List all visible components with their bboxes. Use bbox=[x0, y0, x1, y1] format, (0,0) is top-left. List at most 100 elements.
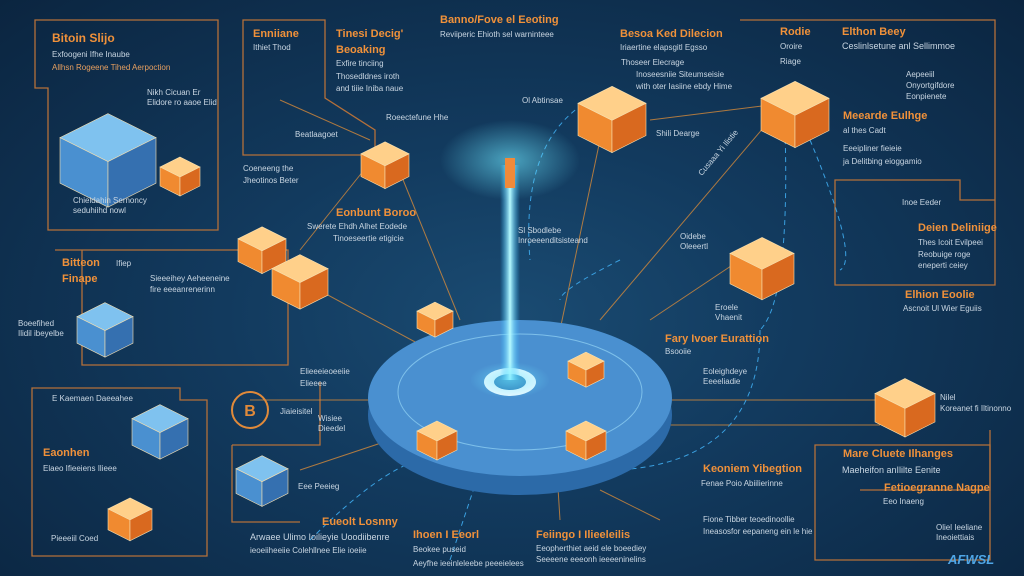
label-text: Allhsn Rogeene Tihed Aerpoction bbox=[52, 63, 171, 72]
label-text: fire eeeanrenerinn bbox=[150, 285, 215, 294]
label-heading: Elhion Eoolie bbox=[905, 289, 975, 301]
label-heading: Mare Cluete Ilhanges bbox=[843, 448, 954, 460]
label-heading: Meearde Eulhge bbox=[843, 110, 928, 122]
label-text: Inroeeenditsisteand bbox=[518, 236, 588, 245]
orange-block-cube bbox=[159, 156, 201, 197]
label-text: ieoeiiheeiie Colehllnee Elie ioeiie bbox=[250, 546, 367, 555]
label-text: Elaeo Ifieeiens Ilieee bbox=[43, 464, 117, 473]
orange-block-cube bbox=[565, 420, 607, 461]
label-text: Seeeene eeeonh ieeeeninelins bbox=[536, 555, 646, 564]
label-text: Sieeeihey Aeheeneine bbox=[150, 274, 230, 283]
bitcoin-coin: B bbox=[231, 391, 269, 429]
label-text: Oidebe bbox=[680, 232, 706, 241]
label-text: Eeo Inaeng bbox=[883, 497, 924, 506]
label-text: Inoseesniie Siteumseisie bbox=[636, 70, 725, 79]
orange-block-cube bbox=[360, 141, 410, 190]
label-text: Fione Tibber teoedinoollie bbox=[703, 515, 795, 524]
label-text: Elieeee bbox=[300, 379, 327, 388]
label-text: Vhaenit bbox=[715, 313, 743, 322]
label-text: Nikh Cicuan Er bbox=[147, 88, 201, 97]
label-text: Thosedldnes iroth bbox=[336, 72, 400, 81]
orange-block-cube bbox=[237, 226, 287, 275]
label-text: Arwaee Ulimo Ioilieyie Uoodiibenre bbox=[250, 532, 390, 542]
label-heading: Fary Ivoer Eurattion bbox=[665, 333, 769, 345]
orange-block-cube bbox=[760, 80, 830, 149]
label-heading: Rodie bbox=[780, 26, 811, 38]
label-text: Pieeeiil Coed bbox=[51, 534, 99, 543]
blue-block-cube bbox=[235, 455, 289, 507]
label-text: Maeheifon anIlilte Eenite bbox=[842, 465, 941, 475]
label-heading: Besoa Ked Dilecion bbox=[620, 28, 723, 40]
label-text: Ilidil ibeyelbe bbox=[18, 329, 64, 338]
label-heading: Eonbunt Boroo bbox=[336, 207, 417, 219]
label-text: Fenae Poio Abiilierinne bbox=[701, 479, 783, 488]
label-heading: Eueolt Losnny bbox=[322, 516, 398, 528]
label-text: Sl Sbodlebe bbox=[518, 226, 562, 235]
label-heading: Feiingo I Ilieeleilis bbox=[536, 529, 631, 541]
label-text: Jiaieisitel bbox=[280, 407, 313, 416]
label-text: Eroele bbox=[715, 303, 739, 312]
label-text: eneperti ceiey bbox=[918, 261, 968, 270]
label-text: Shili Dearge bbox=[656, 129, 700, 138]
label-text: Oroire bbox=[780, 42, 803, 51]
orange-block-cube bbox=[729, 237, 795, 301]
label-text: and tiiie Iniba naue bbox=[336, 84, 404, 93]
label-text: Wisiee bbox=[318, 414, 343, 423]
orange-block-cube bbox=[577, 85, 647, 154]
orange-block-cube bbox=[416, 420, 458, 461]
orange-block-cube bbox=[107, 497, 153, 542]
label-text: Coeneeng the bbox=[243, 164, 294, 173]
label-heading: Beoaking bbox=[336, 44, 386, 56]
label-text: Eoleighdeye bbox=[703, 367, 748, 376]
blue-block-cube bbox=[59, 113, 157, 208]
label-text: Thes Icoit Evilpeei bbox=[918, 238, 983, 247]
label-text: Exfoogeni Ifhe Inaube bbox=[52, 50, 130, 59]
label-text: Inoe Eeder bbox=[902, 198, 942, 207]
label-text: Riage bbox=[780, 57, 801, 66]
label-text: Ascnoit Ul Wier Eguiis bbox=[903, 304, 982, 313]
label-text: Roeectefune Hhe bbox=[386, 113, 449, 122]
orange-block-cube bbox=[874, 378, 936, 438]
label-text: Eonpienete bbox=[906, 92, 947, 101]
blue-block-cube bbox=[76, 302, 134, 358]
label-heading: Deien Deliniige bbox=[918, 222, 997, 234]
label-text: ja Delitbing eioggamio bbox=[843, 157, 922, 166]
label-text: Ithiet Thod bbox=[253, 43, 291, 52]
label-text: Nilel bbox=[940, 393, 956, 402]
label-heading: Eaonhen bbox=[43, 447, 90, 459]
label-text: Eeopherthiet aeid ele boeediey bbox=[536, 544, 647, 553]
frame-boxes bbox=[31, 19, 996, 561]
orange-block-cube bbox=[567, 351, 605, 388]
label-heading: Elthon Beey bbox=[842, 26, 906, 38]
light-beam bbox=[440, 120, 580, 398]
connector-lines bbox=[250, 99, 880, 521]
label-text: Beatlaagoet bbox=[295, 130, 338, 139]
blue-block-cube bbox=[131, 404, 189, 460]
label-text: Ifiep bbox=[116, 259, 132, 268]
label-text: Exfire tinciing bbox=[336, 59, 384, 68]
label-text: Koreanet fi Iltinonno bbox=[940, 404, 1012, 413]
block-cubes bbox=[59, 80, 936, 542]
label-heading: Fetioegranne Nagpe bbox=[884, 482, 990, 494]
label-text: Ol Abtinsae bbox=[522, 96, 563, 105]
label-text: Thoseer Elecrage bbox=[621, 58, 685, 67]
label-text: Elidore ro aaoe Elid bbox=[147, 98, 217, 107]
label-text: al thes Cadt bbox=[843, 126, 886, 135]
label-text: seduhiihd nowl bbox=[73, 206, 126, 215]
label-text: Bsooiie bbox=[665, 347, 692, 356]
label-text: Boeefihed bbox=[18, 319, 55, 328]
label-text: E Kaemaen Daeeahee bbox=[52, 394, 133, 403]
label-text: Tinoeseertie etigicie bbox=[333, 234, 404, 243]
orange-block-cube bbox=[416, 301, 454, 338]
label-heading: Ihoen I Eeorl bbox=[413, 529, 480, 541]
label-text: Ceslinlsetune anl Sellimmoe bbox=[842, 41, 956, 51]
label-heading: Banno/Fove el Eeoting bbox=[440, 14, 559, 26]
label-text: Elieeeieoeeiie bbox=[300, 367, 350, 376]
label-text: Beokee puseid bbox=[413, 545, 466, 554]
label-text: with oter Iasiine ebdy Hime bbox=[636, 82, 733, 91]
label-text: Chieidahin Sernoncy bbox=[73, 196, 147, 205]
label-text: Ineoiettiais bbox=[936, 533, 975, 542]
brand-logo: AFWSL bbox=[948, 552, 995, 567]
label-text: Eeeipliner fieieie bbox=[843, 144, 902, 153]
